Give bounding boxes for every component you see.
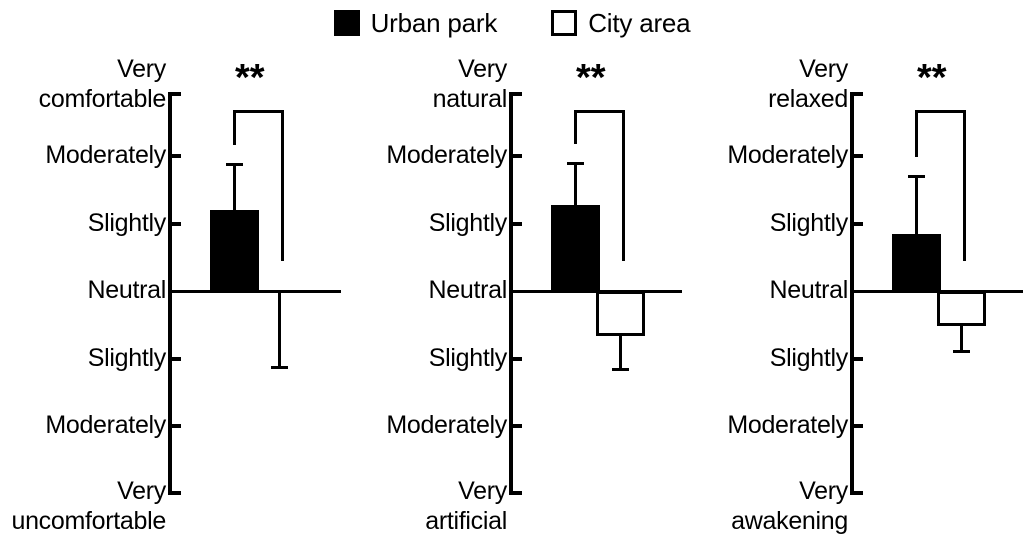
- error-cap-city-area-relaxation: [953, 350, 970, 354]
- chart-legend: Urban park City area: [0, 0, 1024, 46]
- axis-label-bottom-line1: Very: [799, 476, 848, 505]
- significance-bracket-right-arm-naturalness: [622, 110, 625, 261]
- error-bar-urban-park-comfort: [233, 162, 236, 210]
- y-axis-tick-comfort--1: [168, 356, 181, 361]
- axis-label-bottom-line1: Very: [117, 476, 166, 505]
- bar-urban-park-comfort: [210, 210, 259, 291]
- bar-city-area-naturalness: [596, 291, 645, 337]
- axis-label-top-line1: Very: [458, 54, 507, 83]
- significance-bracket-right-arm-relaxation: [963, 110, 966, 261]
- y-axis-bottom-foot-naturalness: [509, 491, 522, 495]
- axis-tick-label-relaxation-0: Neutral: [769, 276, 849, 304]
- legend-entry-city-area: City area: [551, 8, 691, 38]
- axis-tick-label-naturalness--2: Moderately: [386, 411, 507, 439]
- axis-label-top-line2: comfortable: [38, 84, 167, 113]
- y-axis-top-foot-relaxation: [850, 92, 863, 96]
- axis-tick-label-comfort-2: Moderately: [45, 141, 166, 169]
- y-axis-tick-relaxation-2: [850, 154, 863, 158]
- significance-stars-comfort: **: [235, 57, 265, 99]
- error-cap-city-area-comfort: [271, 365, 288, 369]
- axis-tick-label-naturalness--1: Slightly: [428, 343, 508, 372]
- error-cap-urban-park-comfort: [226, 162, 243, 166]
- axis-label-top-line2: natural: [432, 84, 508, 113]
- y-axis-spine-relaxation: [850, 92, 854, 495]
- error-bar-urban-park-naturalness: [574, 162, 577, 206]
- y-axis-bottom-foot-comfort: [168, 491, 181, 495]
- significance-bracket-top-comfort: [233, 110, 284, 113]
- legend-entry-urban-park: Urban park: [333, 8, 498, 38]
- significance-bracket-left-arm-comfort: [233, 110, 236, 145]
- axis-tick-label-comfort--1: Slightly: [87, 343, 167, 372]
- axis-label-bottom-line2: awakening: [731, 506, 848, 535]
- legend-label-urban-park: Urban park: [370, 8, 498, 38]
- significance-bracket-left-arm-naturalness: [574, 110, 577, 145]
- y-axis-top-foot-naturalness: [509, 92, 522, 96]
- significance-stars-naturalness: **: [576, 57, 606, 99]
- axis-label-bottom-line2: uncomfortable: [11, 506, 166, 535]
- significance-stars-relaxation: **: [917, 57, 947, 99]
- axis-tick-label-comfort-0: Neutral: [87, 276, 167, 304]
- axis-tick-label-naturalness-0: Neutral: [428, 276, 508, 304]
- significance-bracket-top-naturalness: [574, 110, 625, 113]
- axis-label-bottom-line1: Very: [458, 476, 507, 505]
- axis-label-top-line1: Very: [799, 54, 848, 83]
- axis-tick-label-comfort--2: Moderately: [45, 411, 166, 439]
- hollow-square-icon: [551, 10, 578, 36]
- y-axis-tick-naturalness--1: [509, 356, 522, 361]
- filled-square-icon: [333, 10, 360, 36]
- legend-label-city-area: City area: [588, 8, 691, 38]
- y-axis-tick-relaxation--1: [850, 356, 863, 361]
- y-axis-tick-relaxation-1: [850, 221, 863, 226]
- significance-bracket-left-arm-relaxation: [915, 110, 918, 157]
- axis-tick-label-relaxation-1: Slightly: [769, 208, 849, 237]
- zero-baseline-comfort: [168, 290, 341, 293]
- axis-tick-label-naturalness-2: Moderately: [386, 141, 507, 169]
- zero-baseline-relaxation: [850, 290, 1023, 293]
- axis-tick-label-comfort-1: Slightly: [87, 208, 167, 237]
- error-bar-city-area-relaxation: [960, 326, 963, 354]
- error-bar-urban-park-relaxation: [915, 174, 918, 235]
- axis-label-bottom-line2: artificial: [425, 506, 507, 535]
- error-bar-city-area-comfort: [278, 291, 281, 369]
- axis-label-top-line1: Very: [117, 54, 166, 83]
- error-bar-city-area-naturalness: [619, 336, 622, 371]
- axis-tick-label-relaxation--1: Slightly: [769, 343, 849, 372]
- axis-tick-label-naturalness-1: Slightly: [428, 208, 508, 237]
- zero-baseline-naturalness: [509, 290, 682, 293]
- y-axis-tick-relaxation--2: [850, 424, 863, 428]
- y-axis-tick-naturalness--2: [509, 424, 522, 428]
- y-axis-tick-comfort-2: [168, 154, 181, 158]
- error-cap-urban-park-naturalness: [567, 162, 584, 166]
- axis-label-top-line2: relaxed: [768, 84, 848, 113]
- y-axis-spine-comfort: [168, 92, 172, 495]
- y-axis-spine-naturalness: [509, 92, 513, 495]
- error-cap-city-area-naturalness: [612, 367, 629, 371]
- significance-bracket-right-arm-comfort: [281, 110, 284, 261]
- bar-city-area-relaxation: [937, 291, 986, 327]
- y-axis-top-foot-comfort: [168, 92, 181, 96]
- y-axis-tick-comfort--2: [168, 424, 181, 428]
- y-axis-tick-naturalness-2: [509, 154, 522, 158]
- y-axis-tick-comfort-1: [168, 221, 181, 226]
- axis-tick-label-relaxation--2: Moderately: [727, 411, 848, 439]
- bar-urban-park-naturalness: [551, 205, 600, 291]
- axis-tick-label-relaxation-2: Moderately: [727, 141, 848, 169]
- bar-urban-park-relaxation: [892, 234, 941, 291]
- error-cap-urban-park-relaxation: [908, 174, 925, 178]
- y-axis-tick-naturalness-1: [509, 221, 522, 226]
- y-axis-bottom-foot-relaxation: [850, 491, 863, 495]
- significance-bracket-top-relaxation: [915, 110, 966, 113]
